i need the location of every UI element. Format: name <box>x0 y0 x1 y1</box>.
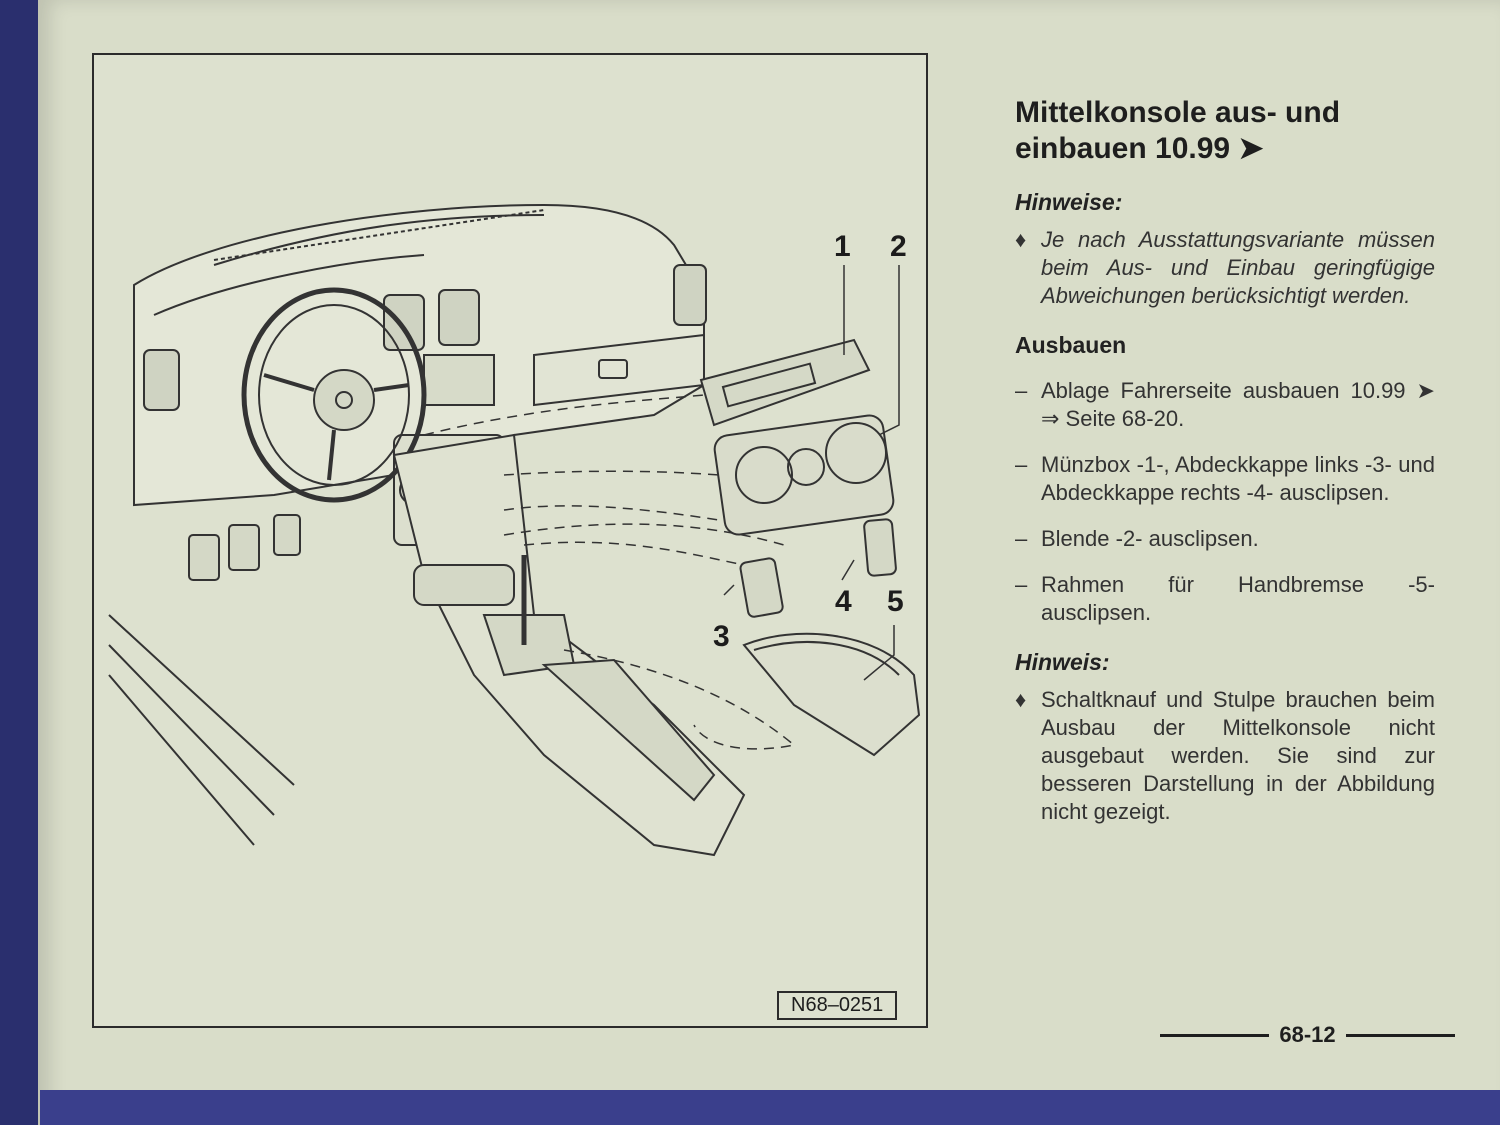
bullet-icon: ♦ <box>1015 687 1027 712</box>
notes-text: Je nach Ausstattungsvariante müssen beim… <box>1041 227 1435 308</box>
bullet-icon: ♦ <box>1015 227 1027 252</box>
dash-icon: – <box>1015 572 1028 597</box>
figure-frame: 1 2 3 4 5 N68–0251 <box>92 53 928 1028</box>
step-text: Münzbox -1-, Abdeckkappe links -3- und A… <box>1041 452 1435 505</box>
center-console-illustration <box>108 203 921 857</box>
callout-3: 3 <box>713 620 730 653</box>
dash-icon: – <box>1015 452 1028 477</box>
step-item: – Münzbox -1-, Abdeckkappe links -3- und… <box>1015 451 1435 507</box>
callout-2: 2 <box>890 230 907 263</box>
step-text: Rahmen für Handbremse -5- ausclipsen. <box>1041 572 1435 625</box>
step-text: Blende -2- ausclipsen. <box>1041 526 1259 551</box>
footer-rule-left <box>1160 1033 1270 1037</box>
step-item: – Blende -2- ausclipsen. <box>1015 525 1435 553</box>
note-heading: Hinweis: <box>1015 649 1110 675</box>
dash-icon: – <box>1015 378 1028 403</box>
page-number: 68-12 <box>1279 1022 1336 1047</box>
callout-5: 5 <box>887 585 904 618</box>
note-text: Schaltknauf und Stulpe brauchen beim Aus… <box>1041 687 1435 824</box>
notes-heading: Hinweise: <box>1015 189 1123 215</box>
page-footer: 68-12 <box>1160 1022 1455 1048</box>
callout-4: 4 <box>835 585 852 618</box>
footer-rule-right <box>1345 1033 1455 1037</box>
step-item: – Rahmen für Handbremse -5- ausclipsen. <box>1015 571 1435 627</box>
section-title: Mittelkonsole aus- und einbauen 10.99 ➤ <box>1015 95 1435 167</box>
step-text: Ablage Fahrerseite ausbauen 10.99 ➤ ⇒ Se… <box>1041 378 1435 431</box>
removal-heading: Ausbauen <box>1015 332 1127 358</box>
dash-icon: – <box>1015 526 1028 551</box>
text-column: Mittelkonsole aus- und einbauen 10.99 ➤ … <box>1015 95 1435 826</box>
step-item: – Ablage Fahrerseite ausbauen 10.99 ➤ ⇒ … <box>1015 377 1435 433</box>
binder-edge <box>40 1090 1500 1125</box>
note-item: ♦ Schaltknauf und Stulpe brauchen beim A… <box>1015 686 1435 826</box>
section-title-line1: Mittelkonsole aus- und <box>1015 96 1341 129</box>
notes-item: ♦ Je nach Ausstattungsvariante müssen be… <box>1015 226 1435 310</box>
figure-code: N68–0251 <box>777 991 898 1020</box>
callout-1: 1 <box>834 230 851 263</box>
section-title-line2: einbauen 10.99 ➤ <box>1015 132 1264 165</box>
